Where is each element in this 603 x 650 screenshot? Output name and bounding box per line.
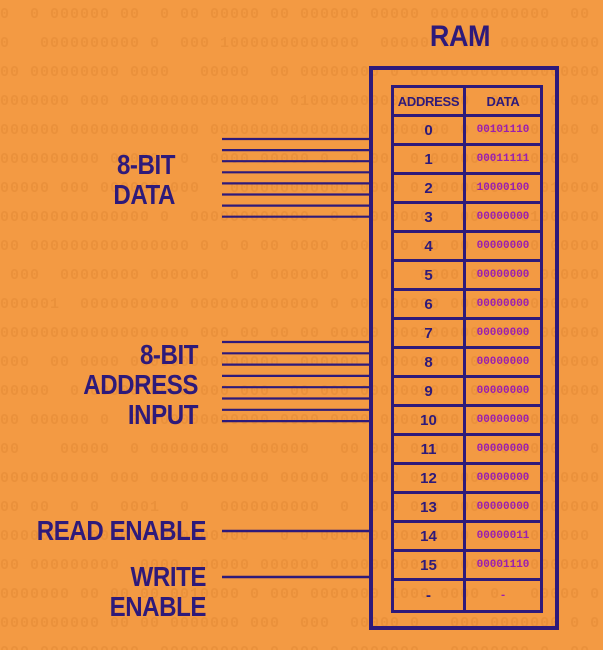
- data-cell: 00000000: [476, 211, 530, 223]
- address-cell: 8: [394, 349, 466, 375]
- data-column-header: DATA: [486, 93, 520, 109]
- address-cell: 15: [394, 552, 466, 578]
- read-enable-label: READ ENABLE: [36, 515, 207, 546]
- data-cell: 00000000: [476, 240, 530, 252]
- data-cell: 00000000: [476, 327, 530, 339]
- table-row: 0 00101110: [394, 117, 540, 146]
- address-cell: 4: [394, 233, 466, 259]
- data-cell: -: [499, 589, 507, 602]
- data-label-line-2: DATA: [113, 179, 175, 210]
- data-cell: 00000000: [476, 501, 530, 513]
- data-bus-wires: [222, 137, 370, 218]
- table-row: 3 00000000: [394, 204, 540, 233]
- data-cell: 10000100: [476, 182, 530, 194]
- table-row: 12 00000000: [394, 465, 540, 494]
- address-cell: -: [394, 581, 466, 610]
- data-cell: 00001110: [476, 559, 530, 571]
- table-header-row: ADDRESS DATA: [394, 88, 540, 117]
- data-cell: 00011111: [476, 153, 530, 165]
- address-cell: 11: [394, 436, 466, 462]
- address-column-header: ADDRESS: [394, 88, 466, 114]
- write-enable-label: WRITE ENABLE: [109, 561, 207, 622]
- table-row: 5 00000000: [394, 262, 540, 291]
- table-row: 14 00000011: [394, 523, 540, 552]
- table-row: 11 00000000: [394, 436, 540, 465]
- table-row: 4 00000000: [394, 233, 540, 262]
- address-cell: 6: [394, 291, 466, 317]
- data-cell: 00000000: [476, 298, 530, 310]
- data-cell: 00000011: [476, 530, 530, 542]
- address-cell: 7: [394, 320, 466, 346]
- table-row: 9 00000000: [394, 378, 540, 407]
- address-cell: 5: [394, 262, 466, 288]
- address-cell: 0: [394, 117, 466, 143]
- data-label-line-1: 8-BIT: [116, 149, 175, 180]
- address-cell: 3: [394, 204, 466, 230]
- address-cell: 1: [394, 146, 466, 172]
- table-row: 2 10000100: [394, 175, 540, 204]
- data-cell: 00000000: [476, 385, 530, 397]
- ram-chip-outline: [369, 66, 559, 630]
- address-cell: 12: [394, 465, 466, 491]
- address-label-line-1: 8-BIT: [139, 339, 198, 370]
- table-row: 8 00000000: [394, 349, 540, 378]
- table-row: 6 00000000: [394, 291, 540, 320]
- data-cell: 00000000: [476, 269, 530, 281]
- address-cell: 2: [394, 175, 466, 201]
- address-cell: 9: [394, 378, 466, 404]
- address-bus-label: 8-BIT ADDRESS INPUT: [45, 340, 198, 430]
- table-row: 15 00001110: [394, 552, 540, 581]
- table-row: 7 00000000: [394, 320, 540, 349]
- data-cell: 00000000: [476, 356, 530, 368]
- data-cell: 00000000: [476, 472, 530, 484]
- data-bus-label: 8-BIT DATA: [42, 150, 175, 210]
- address-bus-wires: [222, 340, 370, 423]
- table-row: 10 00000000: [394, 407, 540, 436]
- data-cell: 00000000: [476, 443, 530, 455]
- table-row: 13 00000000: [394, 494, 540, 523]
- data-cell: 00000000: [476, 414, 530, 426]
- table-row: --: [394, 581, 540, 610]
- ram-table: ADDRESS DATA 0 00101110 1 00011111 2 10000100…: [391, 85, 543, 613]
- address-cell: 10: [394, 407, 466, 433]
- address-cell: 14: [394, 523, 466, 549]
- table-row: 1 00011111: [394, 146, 540, 175]
- address-cell: 13: [394, 494, 466, 520]
- data-cell: 00101110: [476, 124, 530, 136]
- address-label-line-3: INPUT: [127, 399, 199, 430]
- address-label-line-2: ADDRESS: [83, 369, 198, 400]
- ram-title: RAM: [429, 20, 491, 53]
